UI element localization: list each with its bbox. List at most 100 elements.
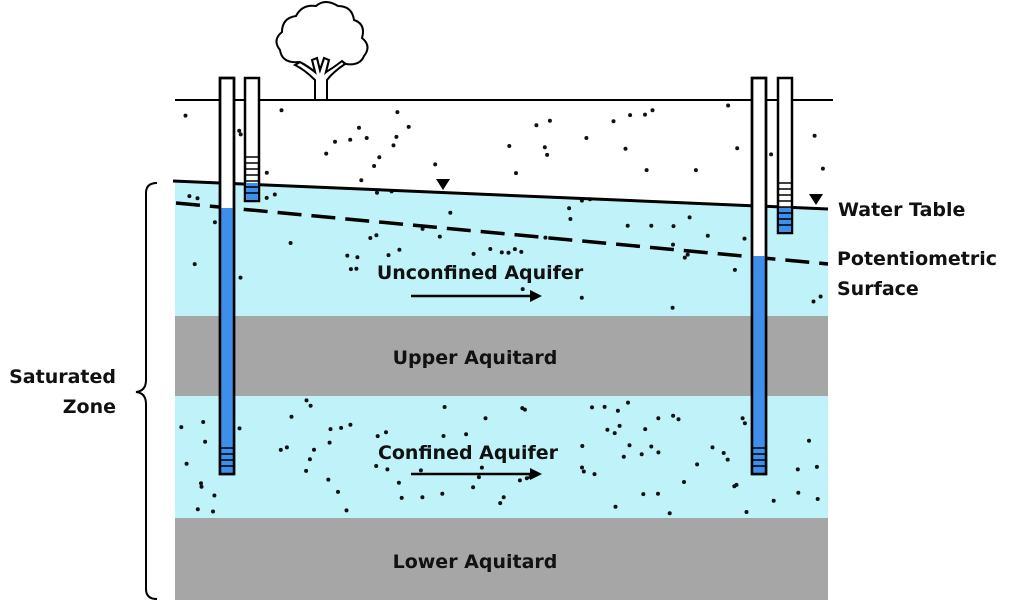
sediment-dot xyxy=(656,491,660,496)
potentiometric-surface-label: Potentiometric xyxy=(837,248,997,270)
sediment-dot xyxy=(304,398,309,403)
sediment-dot xyxy=(732,484,737,489)
sediment-dot xyxy=(641,492,646,497)
sediment-dot xyxy=(693,168,698,173)
sediment-dot xyxy=(740,416,745,421)
unconfined-aquifer-layer xyxy=(175,181,828,316)
sediment-dot xyxy=(289,414,294,419)
sediment-dot xyxy=(284,445,289,450)
lower-aquitard-layer xyxy=(175,518,828,600)
sediment-dot xyxy=(682,255,687,260)
right-shallow-well xyxy=(776,76,794,235)
sediment-dot xyxy=(464,432,469,437)
sediment-dot xyxy=(581,469,586,474)
sediment-dot xyxy=(488,247,493,251)
sediment-dot xyxy=(471,485,476,490)
sediment-dot xyxy=(501,495,506,500)
sediment-dot xyxy=(725,457,730,462)
confined-aquifer-layer xyxy=(175,396,828,518)
sediment-dot xyxy=(649,444,654,449)
saturated-zone-label-2: Zone xyxy=(63,396,116,418)
sediment-dot xyxy=(179,425,184,430)
sediment-dot xyxy=(372,164,377,168)
sediment-dot xyxy=(769,152,774,157)
sediment-dot xyxy=(615,408,620,413)
sediment-dot xyxy=(732,267,737,272)
sediment-dot xyxy=(420,495,425,500)
sediment-dot xyxy=(192,262,197,267)
sediment-dot xyxy=(520,287,525,292)
water-table-line xyxy=(172,179,829,211)
sediment-dot xyxy=(357,125,361,130)
sediment-dot xyxy=(374,464,379,468)
sediment-dot xyxy=(375,434,380,439)
sediment-dot xyxy=(187,194,192,199)
sediment-dot xyxy=(385,467,390,472)
sediment-dot xyxy=(238,132,243,137)
sediment-dot xyxy=(524,476,529,481)
sediment-dot xyxy=(670,305,675,310)
sediment-dot xyxy=(212,220,217,225)
sediment-dot xyxy=(333,139,337,144)
sediment-dot xyxy=(626,400,630,405)
sediment-dot xyxy=(406,124,411,129)
sediment-dot xyxy=(348,137,353,142)
sediment-dot xyxy=(479,465,484,470)
sediment-dot xyxy=(348,267,353,272)
sediment-dot xyxy=(671,242,675,247)
sediment-dot xyxy=(519,249,524,254)
upper-aquitard-layer xyxy=(175,316,828,396)
sediment-dot xyxy=(498,501,503,506)
water-table-marker-icon xyxy=(436,179,450,190)
sediment-dot xyxy=(567,206,572,211)
sediment-dot xyxy=(279,108,284,113)
sediment-dot xyxy=(617,423,622,428)
sediment-dot xyxy=(818,294,823,299)
right-deep-well xyxy=(750,76,768,476)
sediment-dot xyxy=(328,427,333,432)
sediment-dot xyxy=(627,443,632,448)
sediment-dot xyxy=(506,250,511,255)
left-shallow-well xyxy=(243,76,261,203)
sediment-dot xyxy=(364,136,369,140)
sediment-dot xyxy=(344,508,349,513)
sediment-dot xyxy=(394,134,399,139)
potentiometric-surface-line xyxy=(175,201,829,266)
sediment-dot xyxy=(203,439,208,444)
sediment-dot xyxy=(237,128,242,133)
sediment-dot xyxy=(441,434,446,438)
sediment-dot xyxy=(433,162,438,167)
sediment-dot xyxy=(542,145,547,150)
potentiometric-surface-label-2: Surface xyxy=(837,278,919,300)
water-table-marker-icon xyxy=(809,194,823,205)
sediment-dot xyxy=(807,438,811,443)
sediment-dot xyxy=(685,252,690,257)
sediment-dot xyxy=(771,498,776,503)
sediment-dot xyxy=(671,224,676,229)
sediment-dot xyxy=(590,405,594,410)
sediment-dot xyxy=(355,255,360,260)
sediment-dot xyxy=(611,119,616,124)
sediment-dot xyxy=(687,215,692,220)
sediment-dot xyxy=(811,299,816,304)
sediment-dot xyxy=(710,445,715,450)
sediment-dot xyxy=(580,465,584,470)
saturated-zone-brace xyxy=(135,182,158,600)
sediment-dot xyxy=(359,178,364,183)
sediment-dot xyxy=(237,426,242,431)
sediment-dot xyxy=(796,490,801,495)
sediment-dot xyxy=(721,451,726,455)
sediment-dot xyxy=(212,493,217,498)
sediment-dot xyxy=(195,196,200,201)
sediment-dot xyxy=(183,113,188,118)
sediment-dot xyxy=(584,136,589,140)
sediment-dot xyxy=(705,233,710,238)
sediment-dot xyxy=(814,464,819,469)
sediment-dot xyxy=(307,457,312,462)
sediment-dot xyxy=(326,477,331,482)
sediment-dot xyxy=(649,223,654,228)
sediment-dot xyxy=(211,509,215,514)
sediment-dot xyxy=(815,497,820,501)
sediment-dot xyxy=(520,406,525,411)
sediment-dot xyxy=(605,427,610,432)
